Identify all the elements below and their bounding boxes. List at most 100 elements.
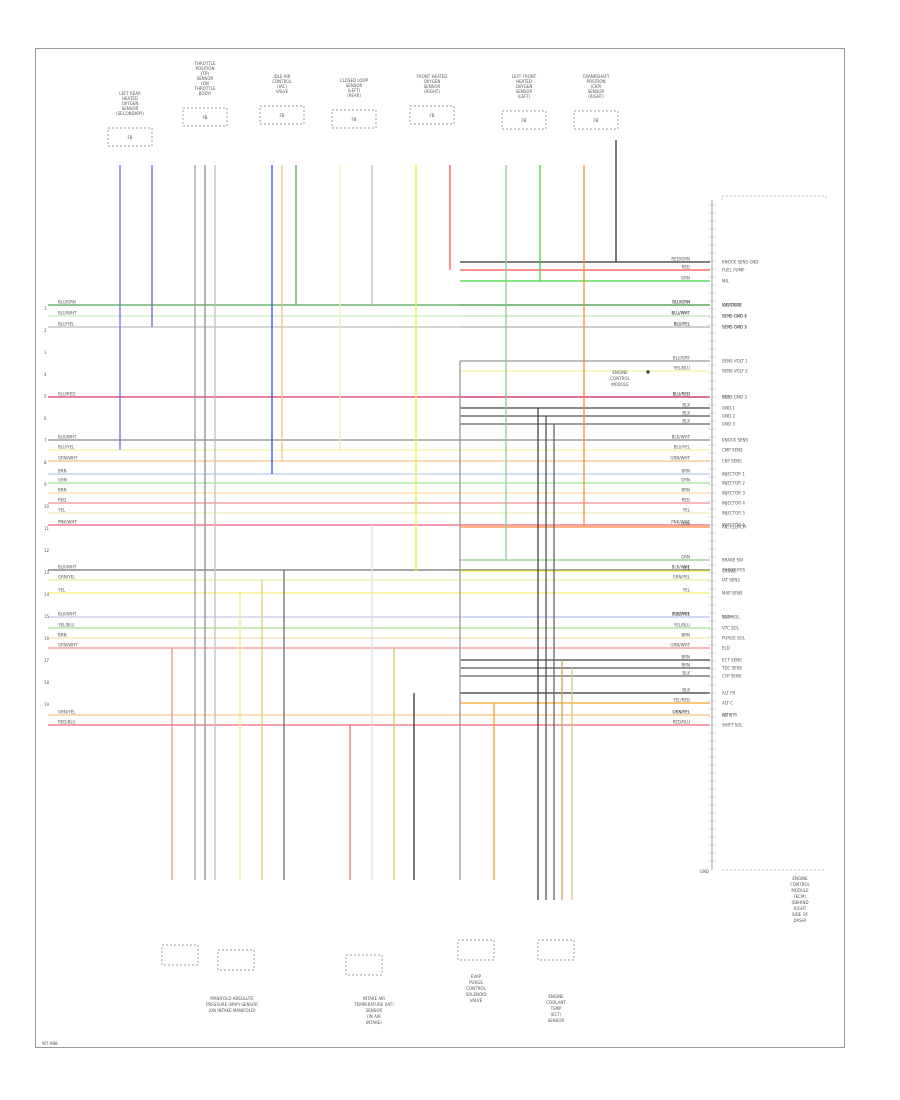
left-pin-3: 4 [44, 372, 47, 377]
bottom-component-3-label-0: ENGINE [548, 994, 564, 999]
bottom-component-0-label-1: PRESSURE (MAP) SENSOR [206, 1002, 258, 1007]
wire-ecm-label-3: BLU/RED [673, 392, 690, 397]
top-component-1-label-1: POSITION [195, 66, 214, 71]
wire-pin-18: PURGE SOL [722, 636, 746, 641]
wire-pin-20: O2 HTR [722, 713, 737, 718]
top-component-1-label-3: SENSOR [197, 76, 214, 81]
wire-label-0: BLU/GRN [58, 300, 76, 305]
left-pin-14: 15 [44, 614, 50, 619]
ecm-wire-pin-17: TDC SENS [721, 666, 743, 671]
wire-label-1: BLU/WHT [58, 311, 77, 316]
wire-ecm-label-16: BLK/WHT [672, 612, 691, 617]
ecm-wire-pin-19: ALT FR [722, 691, 735, 696]
top-component-0-label-3: SENSOR [122, 106, 139, 111]
top-component-2-label-2: (IAC) [277, 84, 287, 89]
ecm-label-line-3: (ECM) [794, 894, 806, 899]
ecm-wire-label-18: BLK [682, 671, 690, 676]
ecm-label-line-6: SIDE OF [792, 912, 809, 917]
top-component-5-label-0: LEFT FRONT [512, 74, 537, 79]
top-component-2-label-1: CONTROL [272, 79, 292, 84]
wire-pin-14: IAT SENS [722, 578, 740, 583]
wire-ecm-label-18: BRN [681, 633, 690, 638]
ecm-wire-label-17: BRN [681, 663, 690, 668]
ecm-wire-pin-11: GND 3 [722, 422, 735, 427]
top-component-5-glyph: FB [521, 118, 526, 123]
ecm-wire-label-11: BLK [682, 419, 690, 424]
bottom-component-1-label-2: SENSOR [366, 1008, 383, 1013]
ecm-wire-pin-0: KNOCK SENS GND [722, 260, 759, 265]
wire-pin-8: INJECTOR 2 [722, 481, 745, 486]
bottom-component-1-label-1: TEMPERATURE (IAT) [353, 1002, 394, 1007]
wire-label-5: BLU/YEL [58, 445, 75, 450]
wire-ecm-label-12: PNK/WHT [671, 520, 690, 525]
wire-pin-21: SHIFT SOL [722, 723, 743, 728]
bottom-component-3-box [457, 939, 495, 961]
wire-pin-6: CKP SENS [722, 459, 742, 464]
ecm-wire-pin-16: ECT SENS [722, 658, 742, 663]
top-component-3-label-3: (REAR) [347, 93, 361, 98]
wire-ecm-label-9: BRN [681, 488, 690, 493]
ecm-wire-pin-15: TACH [721, 615, 733, 620]
wire-pin-1: SENS GND 1 [722, 314, 747, 319]
ecm-label-line-2: MODULE [791, 888, 809, 893]
ecm-wire-label-8: BLU/RED [673, 392, 690, 397]
diagram-frame [35, 48, 845, 1048]
wire-label-2: BLU/YEL [58, 322, 75, 327]
bottom-component-2-label-4: VALVE [470, 998, 483, 1003]
wire-ecm-label-20: ORN/YEL [673, 710, 691, 715]
top-component-6-label-1: POSITION [586, 79, 605, 84]
ecm-wire-label-4: BLU/WHT [672, 311, 691, 316]
wire-pin-16: EGR SOL [722, 615, 740, 620]
components-layer [107, 105, 619, 976]
top-component-4-glyph: FB [429, 113, 434, 118]
wire-pin-15: MAP SENS [722, 591, 743, 596]
wire-ecm-label-19: GRN/WHT [670, 643, 690, 648]
left-pin-2: 3 [44, 350, 47, 355]
top-component-2-glyph: FB [279, 113, 284, 118]
top-component-4-label-2: SENSOR [424, 84, 441, 89]
wire-ecm-label-7: BRN [681, 469, 690, 474]
bottom-component-4-box [537, 939, 575, 961]
ecm-wire-label-14: YEL [682, 566, 691, 571]
top-component-1-label-0: THROTTLE [194, 61, 216, 66]
wire-pin-13: THROT POS [721, 568, 746, 573]
ecm-wire-label-21: ORN/YEL [673, 710, 691, 715]
top-component-0-label-0: LEFT REAR [119, 91, 141, 96]
left-pin-7: 8 [44, 460, 47, 465]
wire-ecm-label-0: BLU/GRN [672, 300, 690, 305]
wire-label-10: RED [58, 498, 66, 503]
wire-ecm-label-14: GRN/YEL [673, 575, 691, 580]
left-pin-1: 2 [44, 328, 47, 333]
wire-ecm-label-4: BLK/WHT [672, 435, 691, 440]
wires-layer [48, 261, 710, 726]
ecm-wire-pin-6: SENS VOLT 1 [722, 359, 748, 364]
ecm-note-line-2: MODULE [611, 382, 629, 387]
vertical-wires-layer [119, 140, 617, 900]
wire-label-3: BLU/RED [58, 392, 75, 397]
bottom-component-2-label-3: SOLENOID [466, 992, 487, 997]
left-pin-9: 10 [44, 504, 50, 509]
ecm-wire-pin-8: VSS [722, 395, 730, 400]
top-component-2-label-3: VALVE [276, 89, 289, 94]
ecm-wire-label-5: BLU/YEL [674, 322, 691, 327]
ecm-label-line-4: (BEHIND [791, 900, 808, 905]
ecm-wire-pin-12: A/C CLUTCH [722, 525, 746, 530]
ecm-wire-label-3: BLU/GRN [672, 300, 690, 305]
top-component-5-label-2: OXYGEN [516, 84, 533, 89]
bottom-component-3-label-3: (ECT) [551, 1012, 562, 1017]
ecm-wire-pin-7: SENS VOLT 2 [722, 369, 748, 374]
ecm-wire-label-15: RED/YEL [673, 612, 691, 617]
top-component-3-glyph: FB [351, 117, 356, 122]
top-component-5-label-1: HEATED [516, 79, 532, 84]
wire-ecm-label-5: BLU/YEL [674, 445, 691, 450]
ecm-wire-pin-9: GND 1 [722, 406, 735, 411]
wire-pin-11: INJECTOR 5 [722, 511, 745, 516]
bottom-component-1-label-3: (IN AIR [367, 1014, 381, 1019]
wire-pin-7: INJECTOR 1 [722, 472, 745, 477]
ecm-wire-label-2: GRN [681, 276, 690, 281]
bottom-component-1-label-4: INTAKE) [366, 1020, 382, 1025]
bottom-component-0-label-2: (ON INTAKE MANIFOLD) [208, 1008, 256, 1013]
wire-ecm-label-15: YEL [682, 588, 691, 593]
top-component-0-glyph: FB [127, 135, 132, 140]
